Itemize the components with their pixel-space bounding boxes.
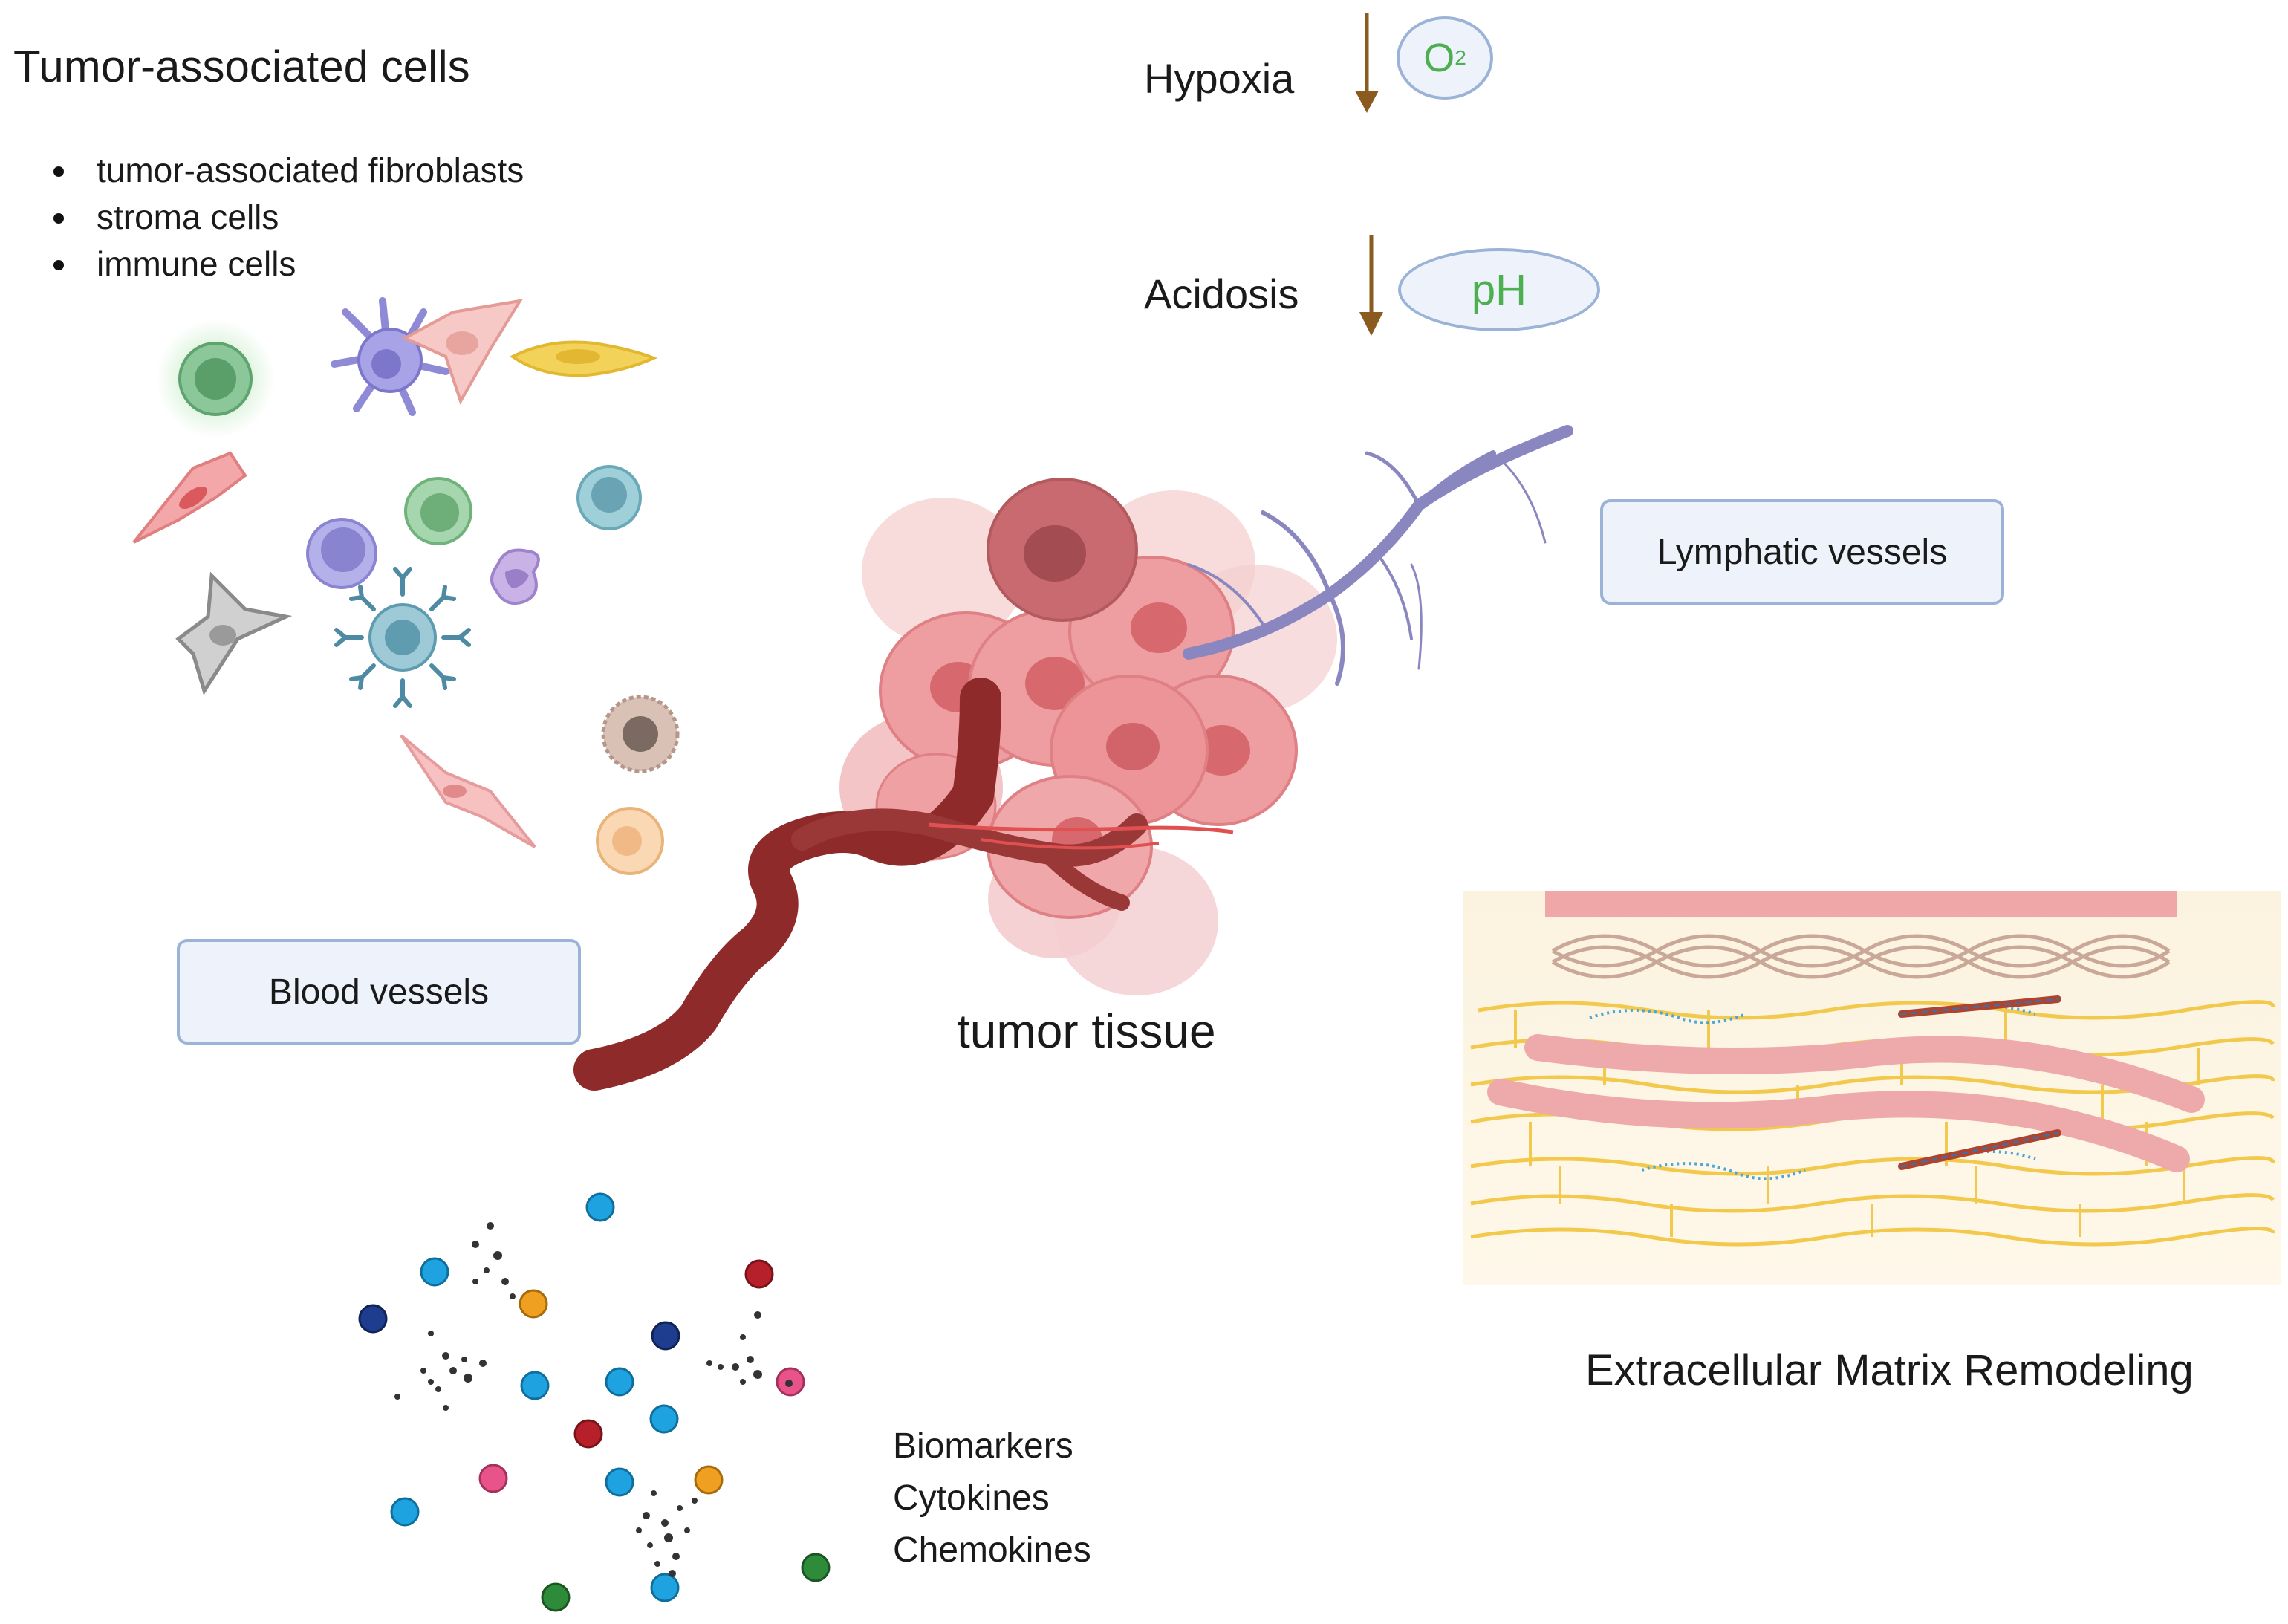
antibody-cell-icon: [334, 567, 471, 708]
molecule-dot-icon: [651, 1321, 680, 1351]
tumor-cells-title: Tumor-associated cells: [13, 42, 470, 91]
pink-fibroblast-icon: [401, 299, 524, 405]
molecule-dot-icon: [541, 1582, 571, 1612]
acidosis-label: Acidosis: [1144, 270, 1299, 317]
ecm-label: Extracellular Matrix Remodeling: [1585, 1346, 2194, 1394]
acidosis-down-arrow-icon: [1359, 235, 1383, 336]
green-lymphocyte-icon: [404, 477, 472, 545]
pink-spindle-cell-icon: [400, 734, 536, 848]
lymphatic-vessel-icon: [1183, 425, 1573, 686]
molecule-dot-icon: [358, 1304, 388, 1334]
molecule-dot-icon: [801, 1553, 831, 1582]
extracellular-matrix-icon: [1463, 891, 2281, 1285]
ph-symbol: pH: [1398, 248, 1600, 331]
tumor-tissue-icon: [839, 478, 1337, 995]
tumor-tissue-label: tumor tissue: [957, 1004, 1216, 1058]
blood-vessels-box: Blood vessels: [177, 939, 581, 1045]
molecule-dot-icon: [649, 1404, 679, 1434]
cell-type-list: tumor-associated fibroblasts stroma cell…: [52, 147, 524, 288]
molecule-dot-icon: [585, 1192, 615, 1222]
macrophage-icon: [490, 548, 540, 605]
molecule-dot-icon: [519, 1289, 548, 1319]
chemokines-label: Chemokines: [893, 1530, 1091, 1570]
molecule-dot-icon: [573, 1419, 603, 1449]
molecule-dot-icon: [478, 1464, 508, 1493]
biomarker-molecules-group: [358, 1192, 831, 1612]
molecule-dot-icon: [650, 1573, 680, 1602]
list-item: stroma cells: [52, 194, 524, 241]
purple-lymphocyte-icon: [306, 518, 377, 589]
molecule-dot-icon: [694, 1465, 724, 1495]
teal-cell-icon: [576, 465, 642, 530]
molecule-dot-icon: [420, 1257, 449, 1287]
blood-vessel-icon: [573, 678, 1234, 1091]
cytokines-label: Cytokines: [893, 1478, 1050, 1518]
molecule-dot-icon: [605, 1367, 634, 1397]
list-item: tumor-associated fibroblasts: [52, 147, 524, 194]
molecule-dot-icon: [390, 1497, 420, 1527]
orange-cell-icon: [596, 807, 664, 875]
grey-fibroblast-icon: [175, 571, 293, 695]
list-item: immune cells: [52, 241, 524, 288]
molecule-dot-icon: [744, 1259, 774, 1289]
yellow-stromal-cell-icon: [510, 340, 658, 377]
lymphatic-vessels-box: Lymphatic vessels: [1600, 499, 2004, 605]
molecule-dot-icon: [520, 1371, 550, 1400]
signaling-molecules-labels: Biomarkers Cytokines Chemokines: [893, 1420, 1091, 1576]
cell-icons-group: [132, 297, 680, 875]
molecule-dot-icon: [605, 1467, 634, 1497]
green-glow-cell-icon: [156, 319, 275, 438]
hypoxia-down-arrow-icon: [1355, 13, 1379, 113]
brown-cell-icon: [601, 695, 680, 773]
oxygen-letter: O: [1423, 36, 1455, 80]
dendritic-cell-icon: [331, 297, 449, 416]
red-fibroblast-icon: [132, 451, 247, 544]
hypoxia-label: Hypoxia: [1144, 55, 1295, 102]
oxygen-subscript: 2: [1455, 46, 1466, 69]
biomarkers-label: Biomarkers: [893, 1426, 1073, 1466]
